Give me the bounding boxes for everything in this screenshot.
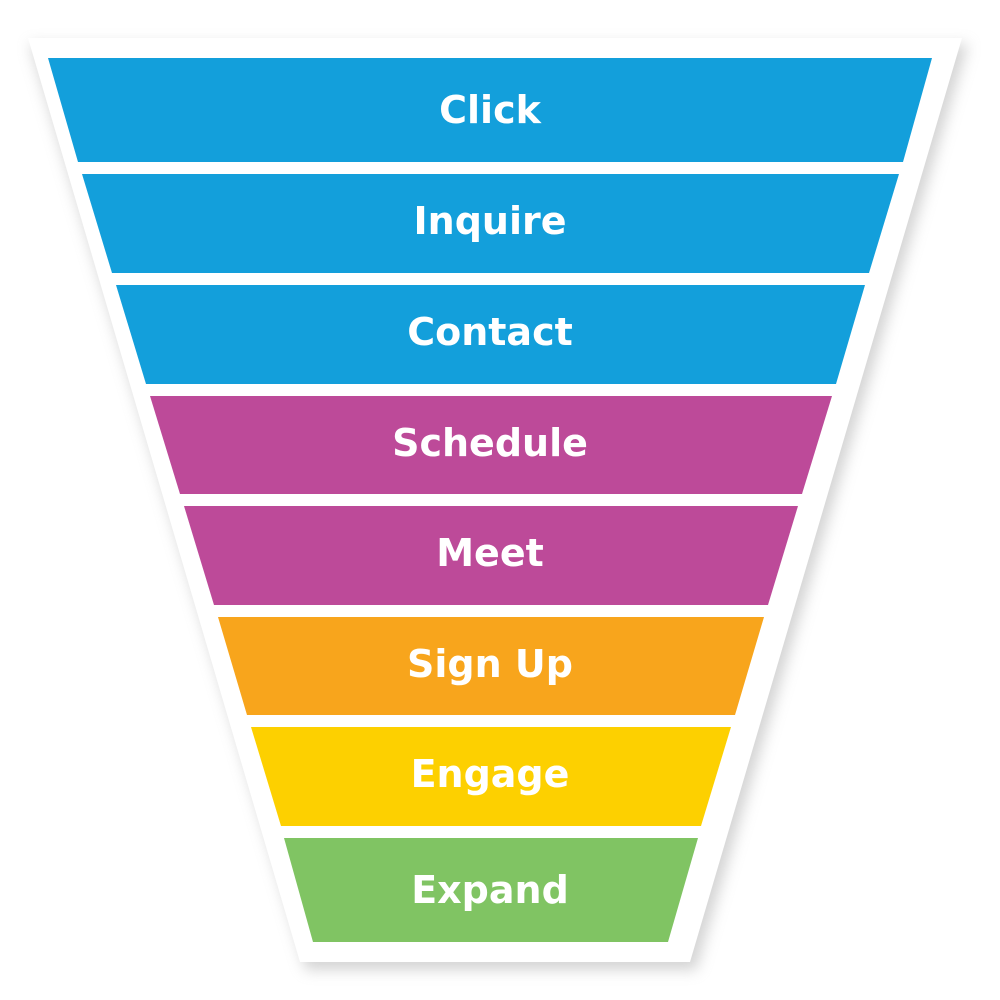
stage-sign-up-label: Sign Up: [407, 642, 573, 686]
stage-engage-band: [251, 727, 731, 826]
stage-expand-label: Expand: [411, 868, 569, 912]
stage-meet: Meet: [184, 506, 798, 605]
stage-expand: Expand: [284, 838, 698, 942]
stage-schedule-band: [150, 396, 832, 494]
stage-sign-up-band: [218, 617, 764, 715]
stage-sign-up: Sign Up: [218, 617, 764, 715]
stage-meet-label: Meet: [436, 531, 544, 575]
stage-expand-band: [284, 838, 698, 942]
stage-engage-label: Engage: [411, 752, 570, 796]
stage-contact-band: [116, 285, 865, 384]
stage-inquire-label: Inquire: [414, 199, 567, 243]
stage-inquire-band: [82, 174, 899, 273]
stage-engage: Engage: [251, 727, 731, 826]
stage-click: Click: [48, 58, 932, 162]
stage-click-band: [48, 58, 932, 162]
stage-contact: Contact: [116, 285, 865, 384]
stage-contact-label: Contact: [407, 310, 573, 354]
stage-schedule-label: Schedule: [392, 421, 588, 465]
stage-meet-band: [184, 506, 798, 605]
stage-click-label: Click: [439, 88, 541, 132]
stage-inquire: Inquire: [82, 174, 899, 273]
stage-schedule: Schedule: [150, 396, 832, 494]
